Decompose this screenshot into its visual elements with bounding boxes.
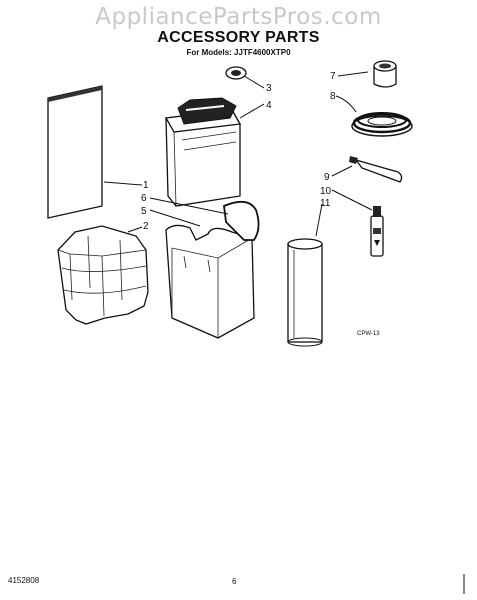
page-number: 6 xyxy=(232,577,237,586)
callout-5: 5 xyxy=(141,206,147,217)
callout-numbers: 1 2 3 4 5 6 7 8 9 10 11 xyxy=(141,71,336,232)
part-4-bucket xyxy=(164,97,242,207)
callout-9: 9 xyxy=(324,172,330,183)
callout-1: 1 xyxy=(143,180,149,191)
part-1-panel xyxy=(47,85,103,219)
model-number: For Models: JJTF4600XTP0 xyxy=(186,48,291,57)
document-number: 4152808 xyxy=(8,576,40,585)
watermark: AppliancePartsPros.com xyxy=(95,4,382,30)
part-2-bag xyxy=(57,225,149,325)
part-10-bottle xyxy=(370,206,384,257)
callout-2: 2 xyxy=(143,221,149,232)
part-8-coil xyxy=(351,112,413,137)
page-title: ACCESSORY PARTS xyxy=(157,29,320,46)
callout-10: 10 xyxy=(320,186,332,197)
callout-8: 8 xyxy=(330,91,336,102)
part-9-tube xyxy=(349,156,403,183)
leader-lines xyxy=(103,71,373,237)
part-6-lid xyxy=(223,200,260,241)
callout-6: 6 xyxy=(141,193,147,204)
callout-11: 11 xyxy=(320,198,331,209)
part-3-ring xyxy=(225,66,247,80)
figure-code: CPW-13 xyxy=(357,331,380,337)
part-7-jar xyxy=(373,60,397,88)
callout-3: 3 xyxy=(266,83,272,94)
callout-7: 7 xyxy=(330,71,336,82)
part-11-can xyxy=(287,238,323,347)
part-5-frame xyxy=(165,224,255,339)
callout-4: 4 xyxy=(266,100,272,111)
